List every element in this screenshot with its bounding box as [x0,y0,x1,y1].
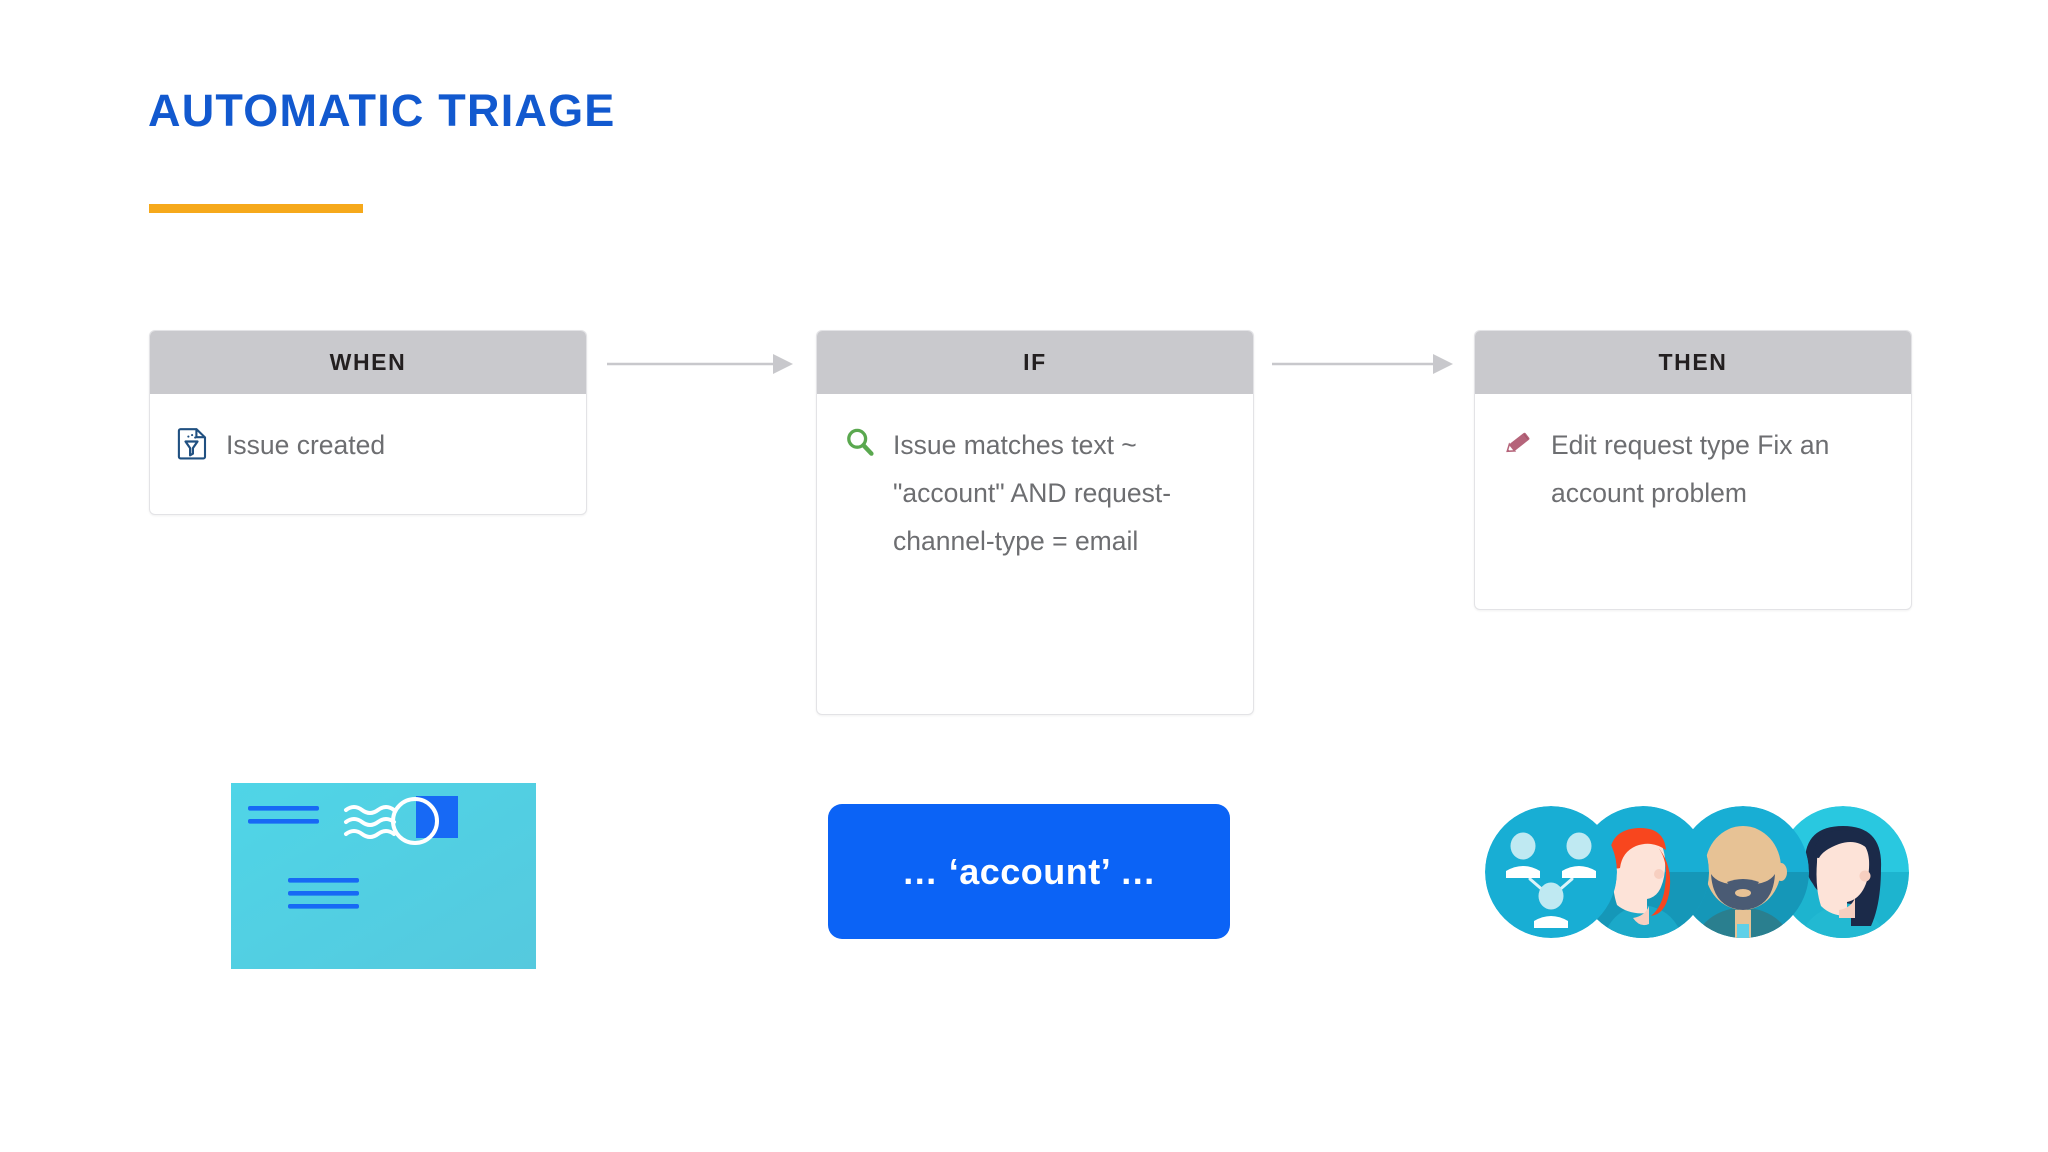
arrow-right-icon [607,349,797,379]
card-body-then: Edit request type Fix an account problem [1475,394,1911,517]
card-body-when: Issue created [150,394,586,469]
rule-card-then[interactable]: THEN Edit request type Fix an account pr… [1474,330,1912,610]
card-text-when: Issue created [226,430,386,460]
bearded-person-avatar [1677,806,1809,938]
card-header-when: WHEN [150,331,586,394]
team-group-avatar [1485,806,1617,938]
card-header-label: THEN [1658,349,1728,375]
rule-card-when[interactable]: WHEN Issue created [149,330,587,515]
pencil-icon [1501,426,1535,460]
card-body-if: Issue matches text ~ "account" AND reque… [817,394,1253,565]
card-header-if: IF [817,331,1253,394]
rule-card-if[interactable]: IF Issue matches text ~ "account" AND re… [816,330,1254,715]
magnifier-icon [843,426,877,460]
issue-document-icon [176,426,210,460]
card-text-then: Edit request type Fix an account problem [1551,430,1830,508]
card-header-label: IF [1023,349,1047,375]
card-text-if: Issue matches text ~ "account" AND reque… [893,430,1172,556]
dark-haired-person-avatar [1777,806,1909,938]
page-title: AUTOMATIC TRIAGE [148,85,616,136]
card-header-then: THEN [1475,331,1911,394]
account-keyword-chip-label: … ‘account’ … [901,850,1157,892]
agent-avatar-group [1485,806,1909,938]
card-header-label: WHEN [329,349,407,375]
title-accent-rule [149,204,363,213]
email-envelope-illustration [231,783,536,969]
arrow-right-icon [1272,349,1457,379]
red-haired-person-avatar [1577,806,1709,938]
account-keyword-chip[interactable]: … ‘account’ … [828,804,1230,939]
